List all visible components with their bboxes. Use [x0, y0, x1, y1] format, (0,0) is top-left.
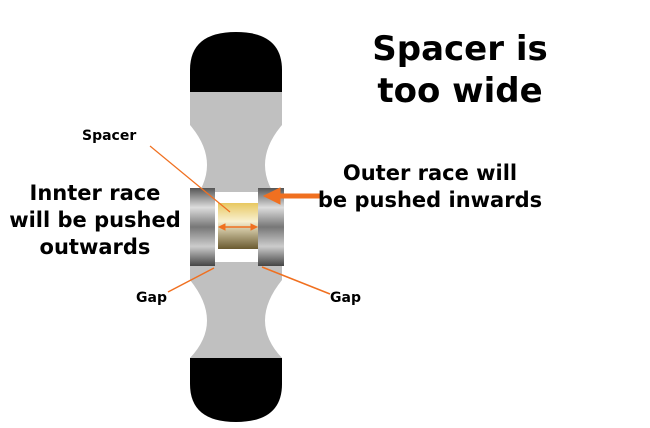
outer-race-label: Outer race will be pushed inwards [310, 160, 550, 214]
inner-race-line-1: Innter race [29, 181, 161, 205]
title: Spacer is too wide [340, 28, 580, 112]
inner-bearing-left [190, 188, 215, 266]
inner-race-label: Innter race will be pushed outwards [5, 180, 185, 261]
title-line-1: Spacer is [372, 29, 548, 69]
spacer-label: Spacer [82, 128, 137, 144]
gap-left-label: Gap [136, 290, 167, 306]
tire-top [190, 32, 282, 92]
gap-right-pointer [261, 266, 331, 295]
outer-race-line-1: Outer race will [342, 161, 518, 185]
inner-race-line-2: will be pushed [9, 208, 181, 232]
spacer-pointer [149, 145, 231, 213]
gap-left-pointer [167, 267, 215, 293]
arrows [149, 145, 331, 295]
inner-race-line-3: outwards [39, 235, 151, 259]
title-line-2: too wide [377, 71, 543, 111]
outer-race-line-2: be pushed inwards [317, 188, 543, 212]
gap-right-label: Gap [330, 290, 361, 306]
tire-bottom [190, 358, 282, 422]
